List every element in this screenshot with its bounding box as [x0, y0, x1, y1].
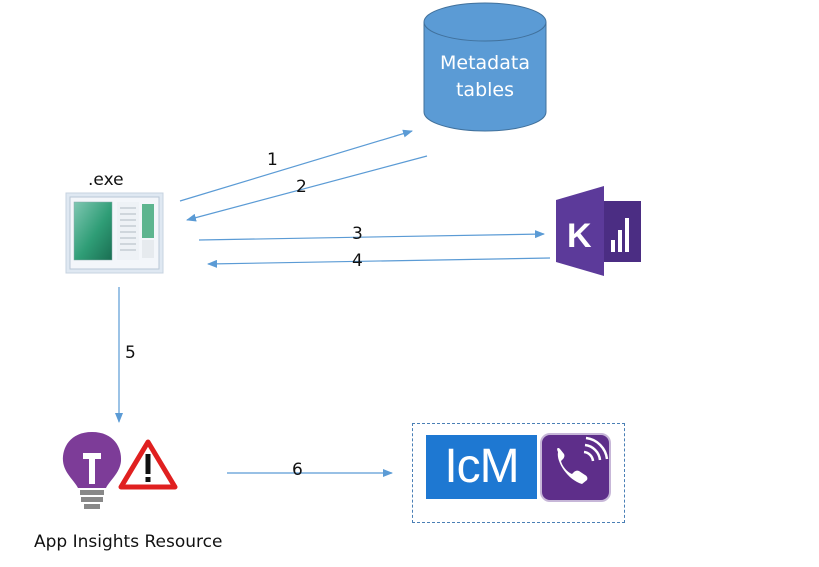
arrow-1-label: 1 [267, 150, 278, 170]
phone-icon [540, 433, 611, 502]
lightbulb-icon [62, 432, 122, 509]
warning-icon [118, 439, 178, 490]
arrow-5-label: 5 [125, 343, 136, 363]
arrow-2 [186, 155, 428, 222]
database-icon [423, 2, 547, 132]
arrow-1 [179, 129, 413, 202]
svg-text:K: K [567, 217, 592, 255]
database-label-line1: Metadata [440, 52, 530, 74]
database-label: Metadata tables [424, 50, 546, 104]
arrow-4-label: 4 [352, 251, 363, 271]
arrow-3-label: 3 [352, 224, 363, 244]
arrow-2-label: 2 [296, 177, 307, 197]
exe-window-icon [65, 192, 164, 274]
kusto-icon: K [556, 186, 641, 276]
exe-label: .exe [88, 170, 124, 190]
icm-logo: IcM [426, 435, 537, 499]
arrow-6-label: 6 [292, 460, 303, 480]
arrow-3 [198, 230, 545, 241]
database-label-line2: tables [455, 79, 515, 101]
app-insights-label: App Insights Resource [34, 532, 223, 552]
arrow-4 [207, 257, 551, 268]
icm-container [412, 423, 625, 523]
